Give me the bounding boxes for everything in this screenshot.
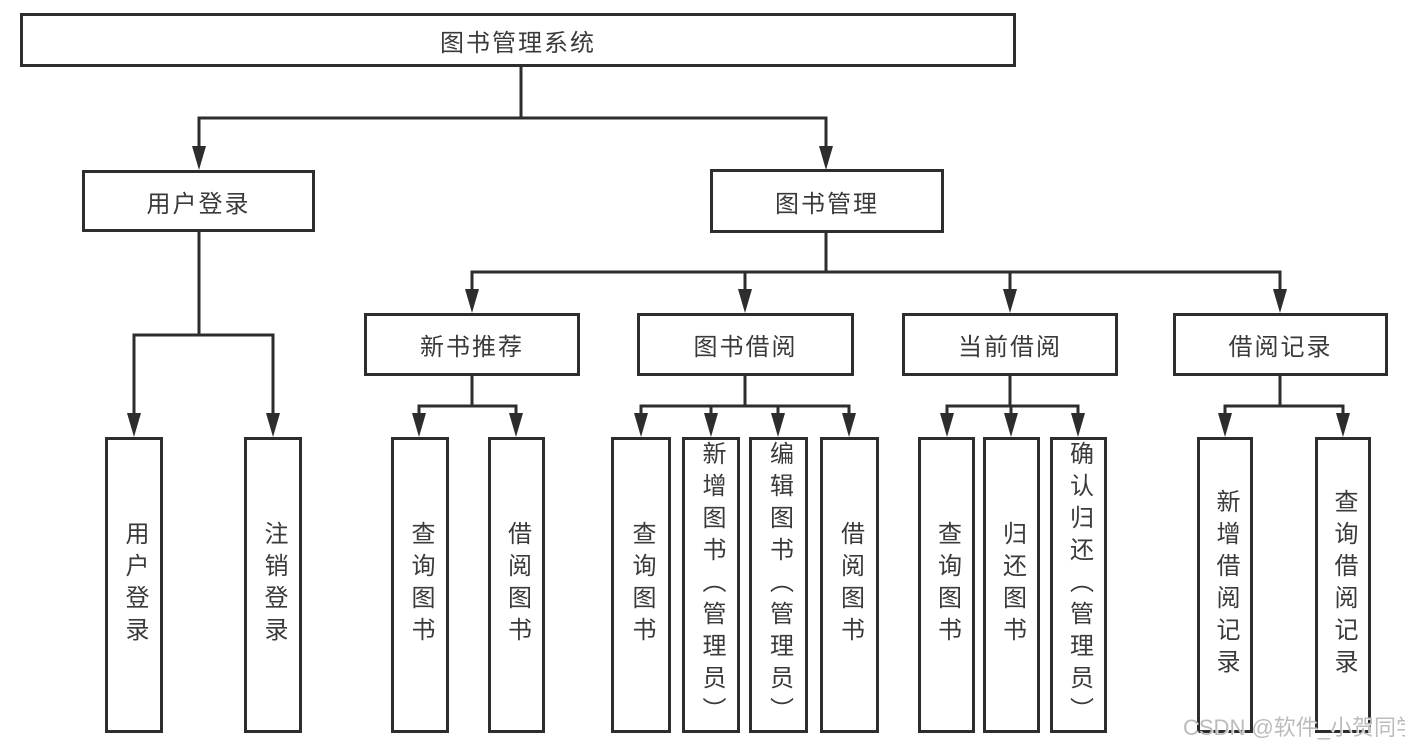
leaf-logout: 注销登录 xyxy=(244,437,302,733)
leaf-confirm-return-admin: 确认归还（管理员） xyxy=(1050,437,1107,733)
leaf-query-borrow-record: 查询借阅记录 xyxy=(1315,437,1371,733)
node-current-borrow: 当前借阅 xyxy=(902,313,1118,376)
leaf-add-book-admin-label: 新增图书（管理员） xyxy=(698,441,725,729)
leaf-borrow-query-book-label: 查询图书 xyxy=(628,521,655,649)
leaf-add-book-admin: 新增图书（管理员） xyxy=(682,437,740,733)
leaf-edit-book-admin-label: 编辑图书（管理员） xyxy=(765,441,793,729)
leaf-edit-book-admin: 编辑图书（管理员） xyxy=(749,437,808,733)
leaf-borrow-query-book: 查询图书 xyxy=(611,437,671,733)
leaf-query-borrow-record-label: 查询借阅记录 xyxy=(1330,489,1357,681)
node-new-book-recommend: 新书推荐 xyxy=(364,313,580,376)
csdn-watermark: CSDN @软件_小贺同学 xyxy=(1183,715,1405,740)
leaf-recommend-query-book-label: 查询图书 xyxy=(407,521,434,649)
leaf-user-login-label: 用户登录 xyxy=(121,521,148,649)
leaf-user-login: 用户登录 xyxy=(105,437,163,733)
leaf-recommend-query-book: 查询图书 xyxy=(391,437,449,733)
leaf-return-book: 归还图书 xyxy=(983,437,1040,733)
leaf-confirm-return-admin-label: 确认归还（管理员） xyxy=(1065,441,1093,729)
node-current-borrow-label: 当前借阅 xyxy=(958,334,1062,361)
node-book-management-label: 图书管理 xyxy=(775,190,879,218)
leaf-add-borrow-record-label: 新增借阅记录 xyxy=(1212,489,1239,681)
leaf-return-book-label: 归还图书 xyxy=(998,521,1026,649)
node-user-login-label: 用户登录 xyxy=(146,190,251,218)
leaf-recommend-borrow-book: 借阅图书 xyxy=(488,437,545,733)
node-book-management: 图书管理 xyxy=(710,169,944,233)
node-book-borrow-label: 图书借阅 xyxy=(693,334,798,361)
node-root-label: 图书管理系统 xyxy=(440,29,596,57)
leaf-logout-label: 注销登录 xyxy=(260,521,287,649)
leaf-add-borrow-record: 新增借阅记录 xyxy=(1197,437,1253,733)
node-user-login: 用户登录 xyxy=(82,170,315,232)
leaf-borrow-book-label: 借阅图书 xyxy=(836,521,864,649)
leaf-current-query-book: 查询图书 xyxy=(918,437,975,733)
node-borrow-record: 借阅记录 xyxy=(1173,313,1388,376)
node-borrow-record-label: 借阅记录 xyxy=(1228,334,1333,361)
node-root: 图书管理系统 xyxy=(20,13,1016,67)
node-book-borrow: 图书借阅 xyxy=(637,313,854,376)
leaf-current-query-book-label: 查询图书 xyxy=(933,521,961,649)
node-new-book-recommend-label: 新书推荐 xyxy=(420,334,524,361)
leaf-borrow-book: 借阅图书 xyxy=(820,437,879,733)
leaf-recommend-borrow-book-label: 借阅图书 xyxy=(503,521,531,649)
